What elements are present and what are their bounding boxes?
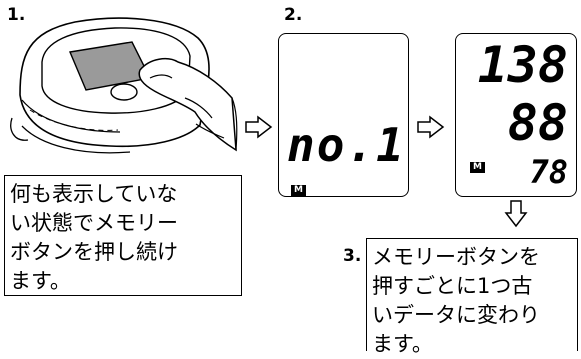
step-3-label: 3. (343, 246, 362, 266)
pulse-value: 78 (529, 153, 568, 191)
memory-number-text: no.1 (287, 118, 406, 172)
memory-button-illustration (110, 83, 138, 101)
step-2-label: 2. (284, 5, 303, 25)
down-arrow-icon (504, 200, 528, 228)
instruction-text-3: メモリーボタンを 押すごとに1つ古 いデータに変わり ます。 (366, 238, 578, 356)
diastolic-value: 88 (507, 94, 568, 152)
memory-mark: M (291, 185, 306, 196)
systolic-value: 138 (477, 36, 568, 94)
right-arrow-icon (417, 115, 445, 139)
right-arrow-icon (245, 115, 273, 139)
instruction-text-1: 何も表示していな い状態でメモリー ボタンを押し続け ます。 (4, 175, 242, 296)
lcd-display-reading: 138 88 78 M (455, 33, 577, 197)
memory-mark: M (470, 162, 485, 173)
step-1-label: 1. (7, 5, 26, 25)
lcd-display-memory-number: no.1 M (278, 33, 409, 197)
device-illustration (10, 17, 238, 154)
